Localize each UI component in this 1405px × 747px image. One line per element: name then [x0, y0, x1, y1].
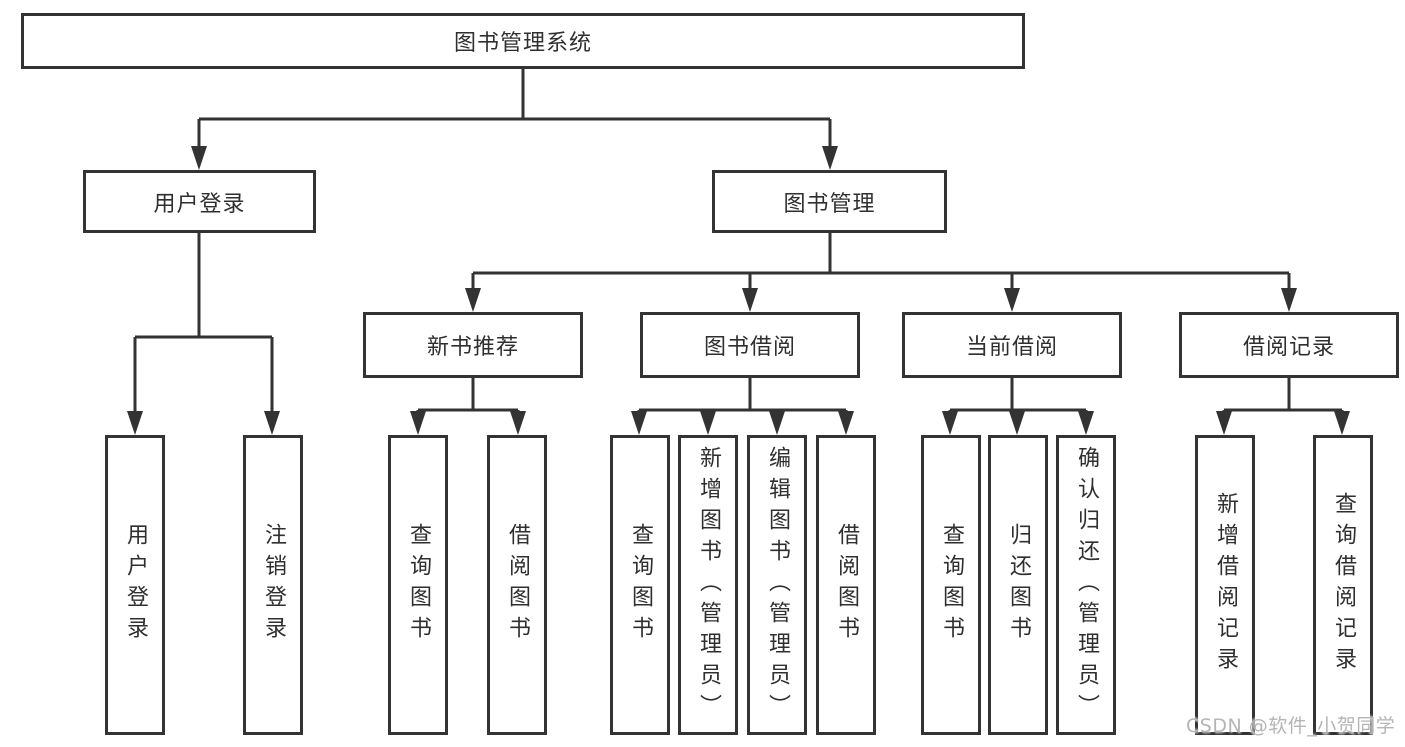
leaf-bb-borrow-books-label: 借阅图书	[834, 523, 859, 647]
node-book-management: 图书管理	[712, 170, 947, 233]
leaf-nb-borrow-books: 借阅图书	[487, 435, 547, 735]
leaf-br-add-record: 新增借阅记录	[1195, 435, 1255, 735]
leaf-cb-return-books-label: 归还图书	[1006, 523, 1031, 647]
leaf-logout: 注销登录	[243, 435, 303, 735]
node-current-borrowing: 当前借阅	[902, 312, 1122, 378]
watermark: CSDN @软件_小贺同学	[1186, 715, 1396, 737]
leaf-cb-query-books-label: 查询图书	[939, 523, 964, 647]
leaf-nb-query-books-label: 查询图书	[406, 523, 431, 647]
leaf-cb-confirm-return-admin-label: 确认归还（管理员）	[1074, 445, 1099, 725]
leaf-user-login: 用户登录	[105, 435, 165, 735]
leaf-br-query-record: 查询借阅记录	[1313, 435, 1373, 735]
leaf-nb-borrow-books-label: 借阅图书	[505, 523, 530, 647]
node-new-book-recommend-label: 新书推荐	[426, 335, 519, 360]
node-book-management-label: 图书管理	[783, 191, 876, 217]
leaf-bb-add-books-admin-label: 新增图书（管理员）	[696, 445, 721, 725]
node-user-login-label: 用户登录	[153, 191, 246, 217]
leaf-bb-query-books: 查询图书	[610, 435, 670, 735]
leaf-bb-edit-books-admin: 编辑图书（管理员）	[747, 435, 807, 735]
node-book-borrowing: 图书借阅	[640, 312, 860, 378]
leaf-bb-query-books-label: 查询图书	[628, 523, 653, 647]
node-book-borrowing-label: 图书借阅	[703, 335, 796, 360]
leaf-bb-borrow-books: 借阅图书	[816, 435, 876, 735]
leaf-cb-query-books: 查询图书	[921, 435, 981, 735]
leaf-br-add-record-label: 新增借阅记录	[1213, 492, 1238, 678]
node-root: 图书管理系统	[21, 13, 1025, 69]
node-borrowing-records-label: 借阅记录	[1242, 335, 1335, 360]
leaf-bb-edit-books-admin-label: 编辑图书（管理员）	[765, 445, 790, 725]
node-root-label: 图书管理系统	[453, 31, 592, 56]
leaf-logout-label: 注销登录	[261, 523, 286, 647]
leaf-bb-add-books-admin: 新增图书（管理员）	[678, 435, 738, 735]
node-new-book-recommend: 新书推荐	[363, 312, 583, 378]
leaf-user-login-label: 用户登录	[123, 523, 148, 647]
leaf-cb-return-books: 归还图书	[988, 435, 1048, 735]
leaf-br-query-record-label: 查询借阅记录	[1331, 492, 1356, 678]
node-borrowing-records: 借阅记录	[1179, 312, 1399, 378]
leaf-cb-confirm-return-admin: 确认归还（管理员）	[1056, 435, 1116, 735]
leaf-nb-query-books: 查询图书	[388, 435, 448, 735]
node-user-login: 用户登录	[83, 170, 316, 233]
node-current-borrowing-label: 当前借阅	[965, 335, 1058, 360]
